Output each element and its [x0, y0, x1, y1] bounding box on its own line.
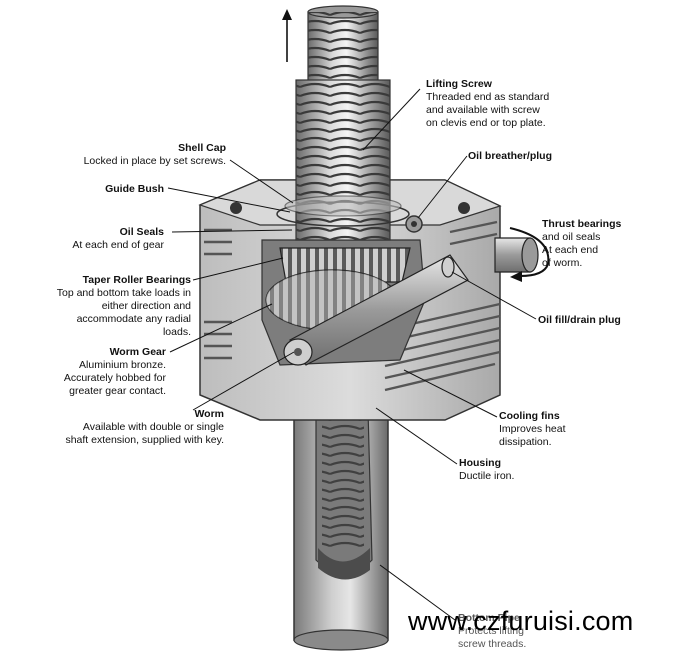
- oil-breather-plug: [405, 215, 423, 233]
- label-worm: Worm Available with double or single sha…: [65, 408, 224, 446]
- oil-fill-drain-plug: [441, 256, 455, 278]
- worm-shaft: [283, 254, 469, 366]
- label-guide-bush: Guide Bush: [105, 183, 164, 195]
- label-bottom-pipe: Bottom Pipe Protects lifting screw threa…: [458, 612, 527, 650]
- label-oil-fill-drain: Oil fill/drain plug: [538, 314, 621, 326]
- rotation-arrow-icon: [509, 227, 550, 282]
- watermark: www.czfuruisi.com: [408, 606, 634, 636]
- label-cooling-fins: Cooling fins Improves heat dissipation.: [499, 410, 566, 448]
- bottom-pipe: [293, 389, 389, 651]
- label-worm-gear: Worm Gear Aluminium bronze. Accurately h…: [63, 346, 166, 397]
- worm-shaft-extension: [494, 237, 539, 273]
- label-oil-seals: Oil Seals At each end of gear: [72, 226, 164, 251]
- label-shell-cap: Shell Cap Locked in place by set screws.: [83, 142, 226, 167]
- label-taper-roller-bearings: Taper Roller Bearings Top and bottom tak…: [56, 274, 191, 338]
- up-arrow-icon: [282, 9, 292, 62]
- label-thrust-bearings: Thrust bearings and oil seals At each en…: [542, 218, 622, 269]
- cutaway: [261, 227, 550, 366]
- label-oil-breather: Oil breather/plug: [468, 150, 553, 162]
- label-housing: Housing Ductile iron.: [459, 457, 515, 482]
- lifting-screw-title: Lifting Screw: [426, 78, 492, 90]
- label-lifting-screw: Lifting Screw Threaded end as standard a…: [426, 78, 550, 129]
- leader-lines: [167, 88, 537, 621]
- shell-cap: [276, 195, 410, 227]
